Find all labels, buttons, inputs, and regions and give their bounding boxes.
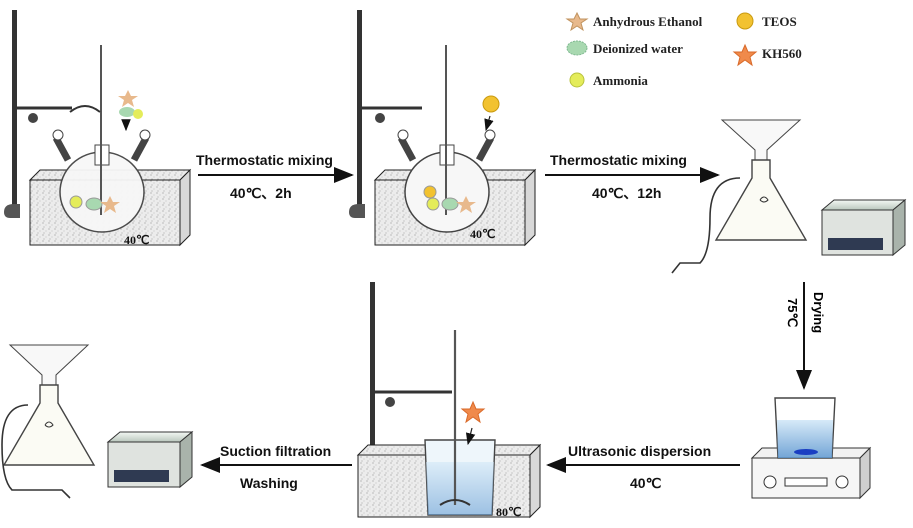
stand-base	[4, 204, 20, 218]
step1-condition: 40℃、2h	[230, 185, 292, 201]
legend-teos-label: TEOS	[762, 14, 797, 29]
legend	[565, 11, 758, 88]
stage2-apparatus	[349, 10, 537, 247]
ethanol-star-icon	[565, 11, 589, 32]
step1-label: Thermostatic mixing	[196, 152, 333, 168]
step2-label: Thermostatic mixing	[550, 152, 687, 168]
bath3-temp: 80℃	[496, 505, 522, 519]
step5-condition: Washing	[240, 475, 298, 491]
legend-ethanol-label: Anhydrous Ethanol	[593, 14, 703, 29]
kh560-star-icon	[732, 43, 758, 67]
erlenmeyer-flask-1	[714, 159, 808, 241]
step3-label: Drying	[811, 292, 826, 334]
bath2-temp: 40℃	[470, 227, 496, 241]
hot-plate-2	[106, 431, 194, 443]
erlenmeyer-flask-2	[2, 384, 96, 466]
legend-water-label: Deionized water	[593, 41, 683, 56]
step3-condition: 75℃	[785, 298, 800, 328]
hot-plate-1	[820, 199, 907, 211]
stage1-apparatus	[4, 10, 192, 247]
legend-ammonia-label: Ammonia	[593, 73, 648, 88]
step2-condition: 40℃、12h	[592, 185, 662, 201]
stand-rod	[12, 10, 17, 215]
step4-condition: 40℃	[630, 475, 662, 491]
step5-label: Suction filtration	[220, 443, 332, 459]
stage5-apparatus	[356, 282, 542, 519]
legend-kh560-label: KH560	[762, 46, 802, 61]
stage6-filtration-apparatus	[1, 344, 194, 499]
teos-sphere-icon	[736, 12, 754, 30]
step4-label: Ultrasonic dispersion	[568, 443, 712, 459]
stage3-filtration-apparatus	[671, 119, 907, 274]
ammonia-blob-icon	[569, 72, 585, 88]
bath1-temp: 40℃	[124, 233, 150, 247]
water-blob-icon	[566, 40, 588, 56]
stage4-beaker-apparatus	[750, 397, 872, 500]
